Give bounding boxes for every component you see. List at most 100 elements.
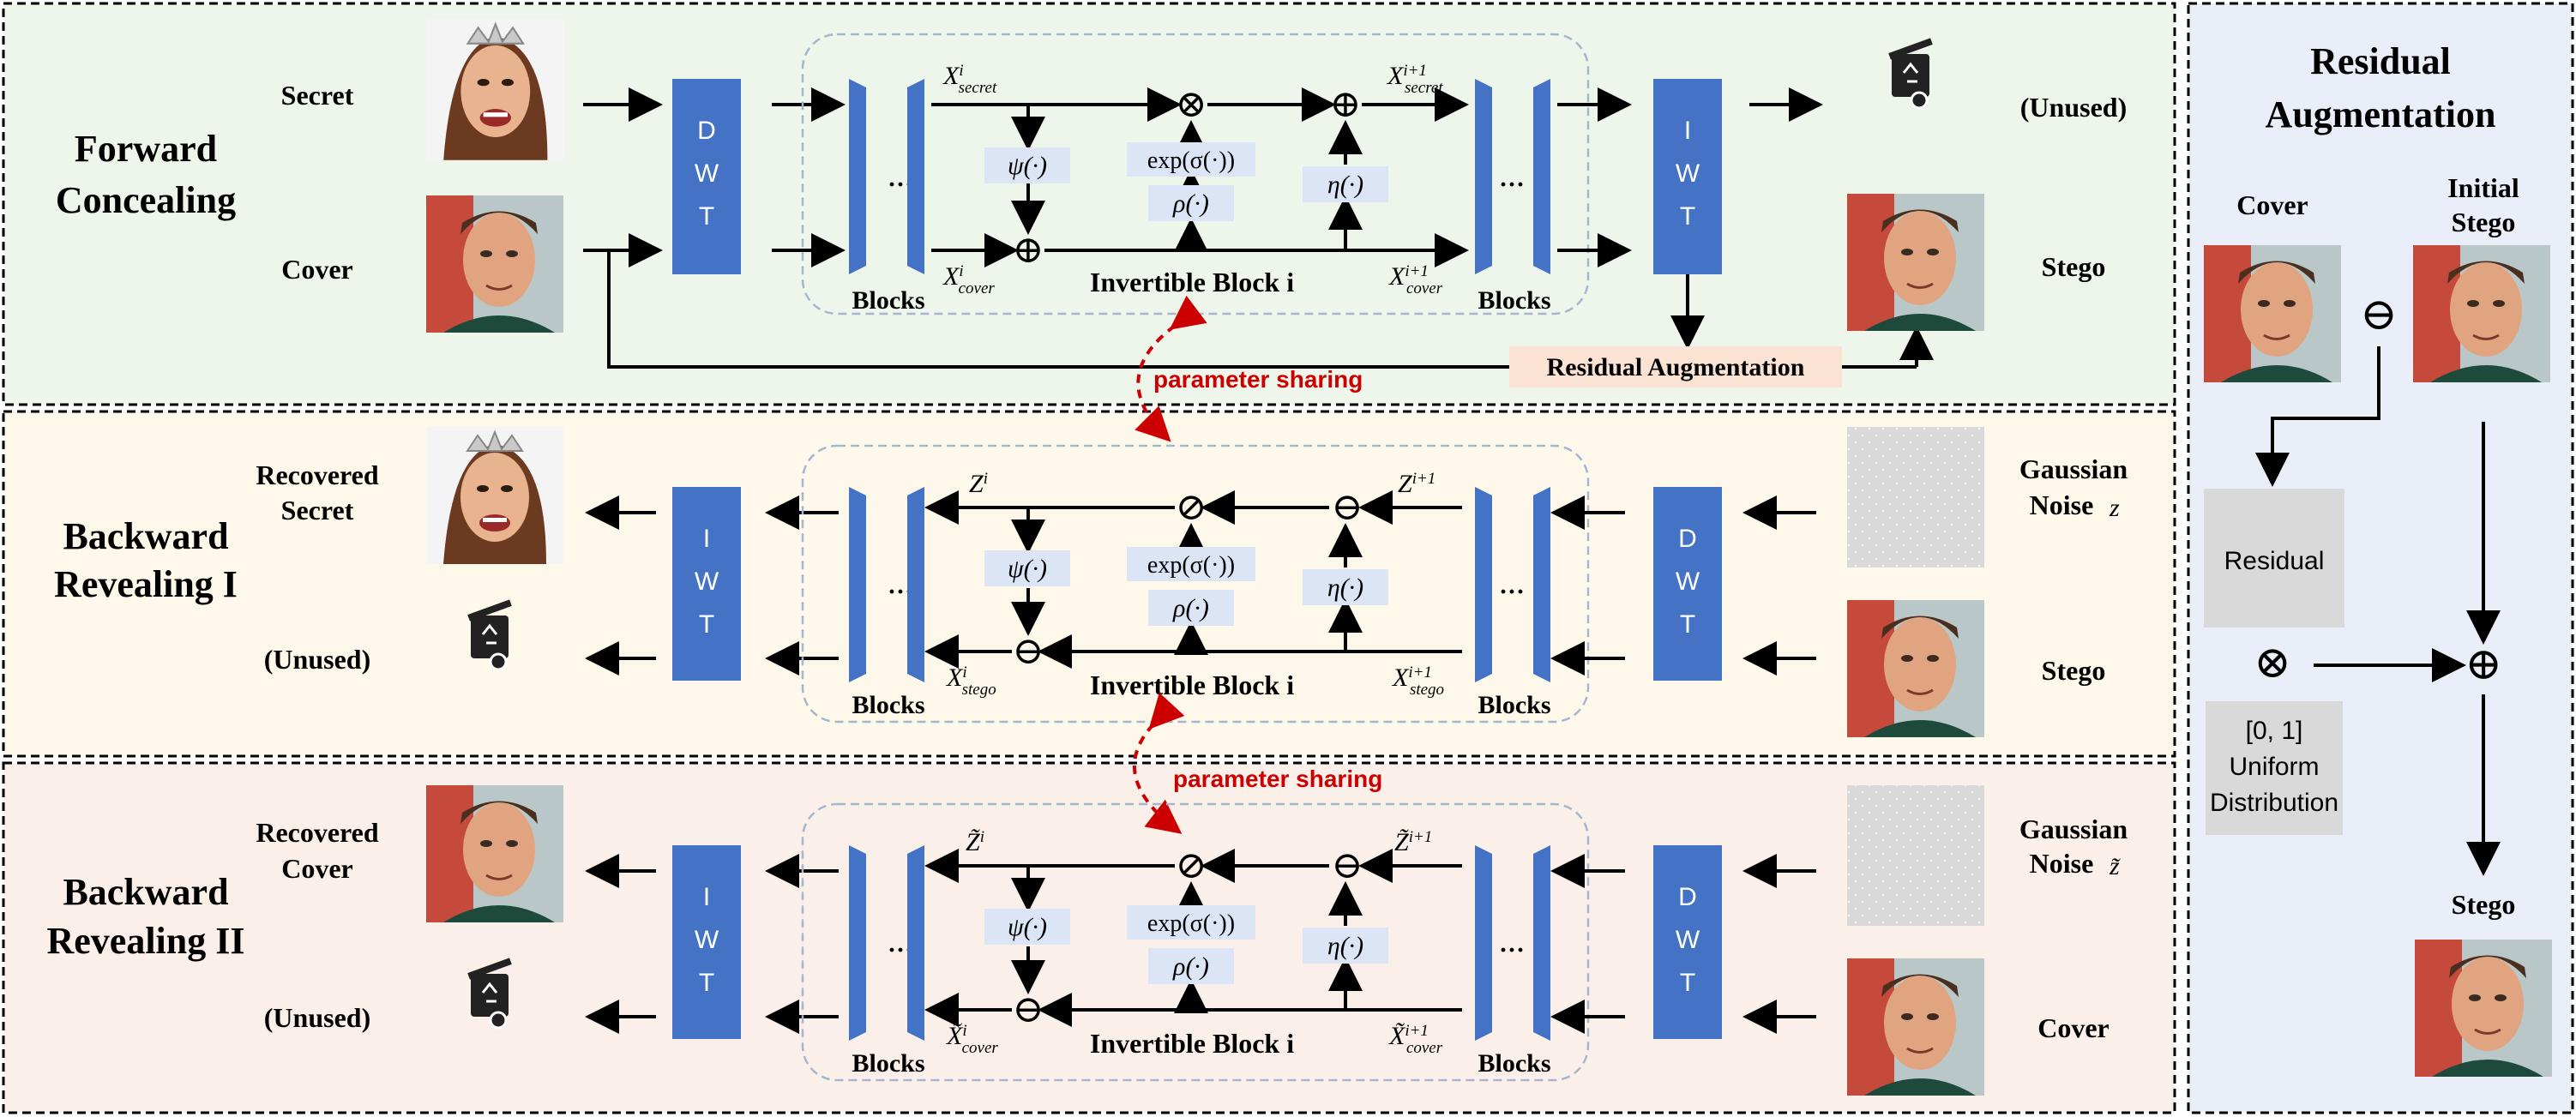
invertible-block-label: Invertible Block i — [1090, 670, 1294, 700]
parameter-sharing-label: parameter sharing — [1153, 366, 1363, 393]
eta-fn: η(·) — [1327, 932, 1363, 960]
iwt-letter: W — [695, 568, 719, 596]
dwt-letter: T — [1680, 969, 1695, 997]
psi-box — [984, 550, 1070, 586]
rp-initial-label-1: Initial — [2447, 172, 2519, 203]
rp-cover-image — [2202, 243, 2343, 384]
iwt-block-forward — [1653, 79, 1722, 274]
residual-augmentation-box — [1509, 346, 1842, 387]
exp-box — [1127, 547, 1255, 581]
blocks-bar — [1475, 487, 1492, 682]
noise-var: z — [2109, 494, 2120, 522]
residual-augmentation-label: Residual Augmentation — [1547, 353, 1805, 381]
sub-op: ⊖ — [1013, 630, 1044, 672]
var-ztilde-i1: Z̃i+1 — [1394, 828, 1432, 856]
blocks-dots: ··· — [1499, 578, 1525, 606]
iwt-letter: T — [699, 610, 714, 639]
dwt-letter: T — [699, 202, 714, 231]
psi-fn: ψ(·) — [1008, 555, 1047, 583]
rp-initial-stego-image — [2411, 243, 2552, 384]
blocks-dots: ··· — [1499, 171, 1525, 199]
dwt-letter: W — [1676, 568, 1700, 596]
cover-image — [1845, 957, 1986, 1097]
exp-fn: exp(σ(·)) — [1147, 552, 1235, 579]
eta-fn: η(·) — [1327, 171, 1363, 199]
noise-label: Noise — [2030, 489, 2094, 520]
blocks-bar — [1475, 845, 1492, 1041]
recovered-secret-label-1: Recovered — [256, 459, 379, 490]
stego-image — [1845, 192, 1986, 333]
recovered-cover-image — [424, 784, 565, 924]
exp-fn: exp(σ(·)) — [1147, 910, 1235, 937]
blocks-dots: ··· — [1499, 936, 1525, 964]
rho-box — [1148, 185, 1234, 221]
recovered-cover-label-2: Cover — [281, 853, 353, 884]
add-op: ⊕ — [1013, 229, 1044, 271]
invertible-block-label: Invertible Block i — [1090, 1028, 1294, 1059]
secret-label: Secret — [281, 80, 354, 111]
psi-box — [984, 147, 1070, 183]
rho-fn: ρ(·) — [1172, 594, 1209, 622]
noise-var: z̃ — [2109, 852, 2121, 880]
blocks-bar — [1533, 79, 1550, 274]
sub-op: ⊖ — [1013, 988, 1044, 1030]
psi-fn: ψ(·) — [1008, 152, 1047, 180]
rp-initial-label-2: Stego — [2452, 207, 2516, 237]
var-ztilde-i: Z̃i — [966, 828, 984, 856]
eta-box — [1303, 166, 1388, 202]
dwt-letter: T — [1680, 610, 1695, 639]
blocks-bar — [1533, 845, 1550, 1041]
recovered-cover-label-1: Recovered — [256, 817, 379, 848]
psi-fn: ψ(·) — [1008, 913, 1047, 941]
invertible-block-frame — [801, 802, 1590, 1082]
backward2-section-bg — [2, 761, 2176, 1114]
rp-uniform-box — [2206, 701, 2343, 835]
rp-residual-label: Residual — [2224, 547, 2325, 575]
blocks-label: Blocks — [852, 1049, 924, 1078]
backward1-title-2: Revealing I — [54, 563, 238, 605]
div-op: ⊘ — [1176, 486, 1207, 528]
eta-box — [1303, 569, 1388, 605]
iwt-letter: I — [703, 525, 710, 553]
invertible-block-frame — [801, 444, 1590, 724]
cover-label: Cover — [281, 254, 353, 285]
dwt-block-forward — [672, 79, 741, 274]
cover-image — [424, 194, 565, 334]
iwt-letter: T — [699, 969, 714, 997]
rho-fn: ρ(·) — [1172, 952, 1209, 981]
unused-label: (Unused) — [2020, 92, 2127, 123]
backward1-section-bg — [2, 410, 2176, 758]
blocks-label: Blocks — [852, 286, 924, 315]
rp-uniform-2: Uniform — [2229, 753, 2319, 781]
eta-box — [1303, 928, 1388, 964]
iwt-letter: I — [703, 883, 710, 911]
dwt-block-b1 — [1653, 487, 1722, 681]
forward-title-2: Concealing — [56, 179, 236, 221]
backward1-title-1: Backward — [63, 515, 228, 557]
forward-section-bg — [2, 2, 2176, 406]
rp-cover-label: Cover — [2236, 189, 2308, 220]
blocks-bar — [1475, 79, 1492, 274]
sub-op: ⊖ — [1332, 844, 1363, 886]
blocks-bar — [907, 79, 924, 274]
invertible-block-label: Invertible Block i — [1090, 267, 1294, 297]
parameter-sharing-arrow — [1135, 295, 1207, 442]
iwt-letter: I — [1684, 117, 1691, 145]
rho-box — [1148, 590, 1234, 626]
blocks-label: Blocks — [852, 691, 924, 719]
iwt-letter: W — [695, 926, 719, 954]
residual-panel-title-1: Residual — [2310, 40, 2451, 82]
iwt-block-b2 — [672, 845, 741, 1039]
unused-label: (Unused) — [264, 644, 370, 675]
dwt-block-b2 — [1653, 845, 1722, 1039]
residual-panel-title-2: Augmentation — [2266, 93, 2496, 135]
exp-fn: exp(σ(·)) — [1147, 147, 1235, 174]
parameter-sharing-label: parameter sharing — [1173, 766, 1382, 792]
unused-label: (Unused) — [264, 1002, 370, 1033]
gaussian-label: Gaussian — [2019, 453, 2128, 484]
var-z-i1: Zi+1 — [1398, 470, 1435, 498]
